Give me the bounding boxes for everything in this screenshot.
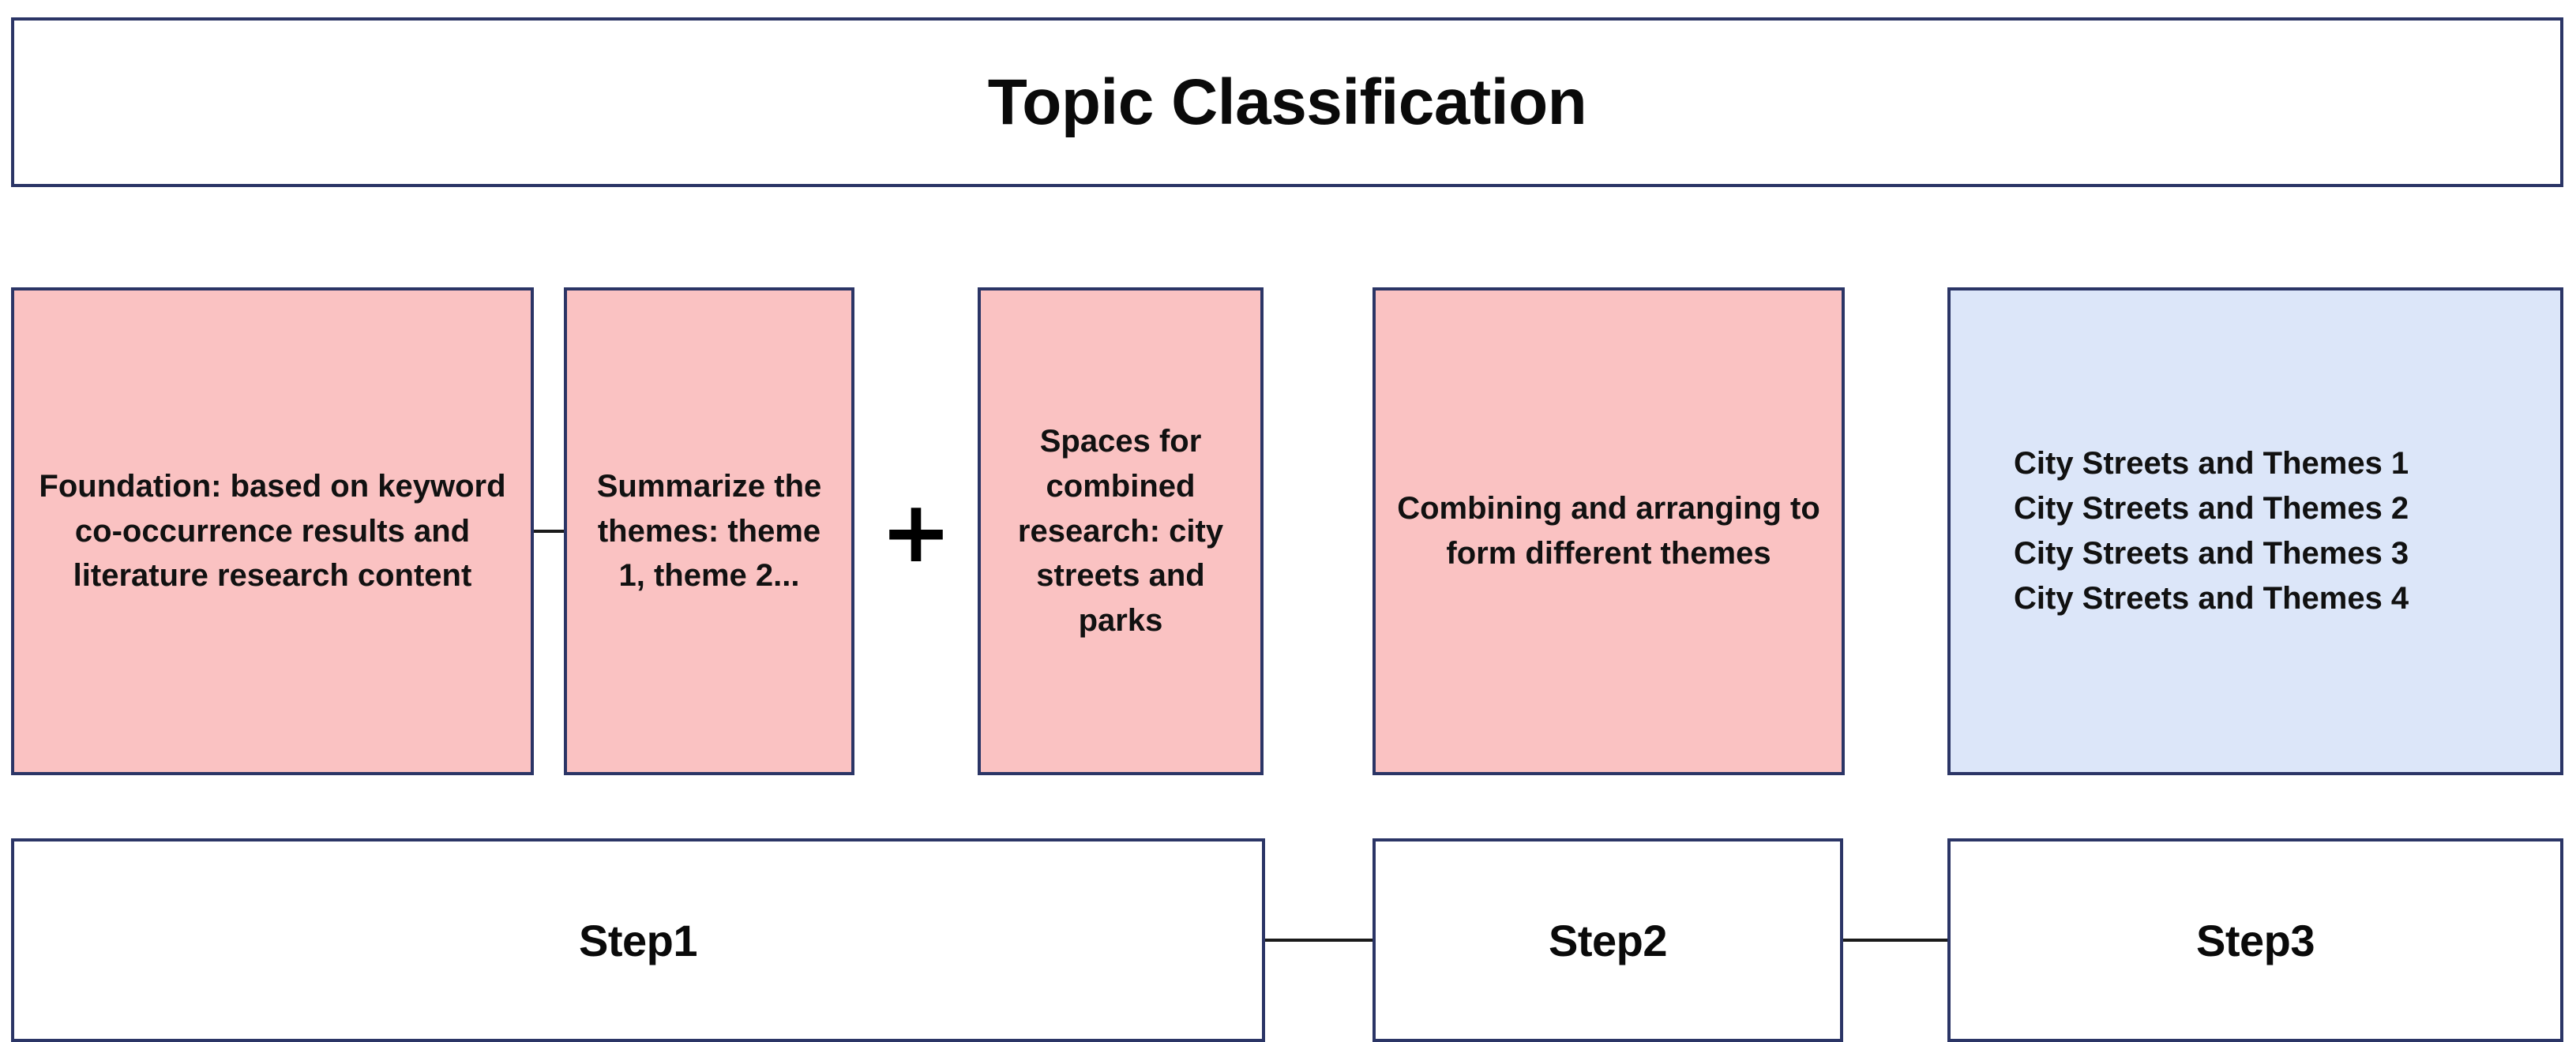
step-box-2: Step2 bbox=[1372, 838, 1843, 1042]
list-item: City Streets and Themes 2 bbox=[2014, 491, 2409, 527]
stage-box-summarize: Summarize the themes: theme 1, theme 2..… bbox=[564, 287, 854, 775]
list-item: City Streets and Themes 3 bbox=[2014, 536, 2409, 571]
list-item: City Streets and Themes 4 bbox=[2014, 580, 2409, 616]
step-box-1: Step1 bbox=[11, 838, 1265, 1042]
step-label-3: Step3 bbox=[2196, 915, 2315, 965]
connector-foundation-to-summarize bbox=[534, 530, 565, 533]
step-label-1: Step1 bbox=[579, 915, 698, 965]
plus-icon: + bbox=[880, 483, 952, 582]
themes-list: City Streets and Themes 1 City Streets a… bbox=[2014, 441, 2409, 620]
stage-box-spaces: Spaces for combined research: city stree… bbox=[978, 287, 1264, 775]
title-box: Topic Classification bbox=[11, 17, 2563, 187]
outcome-box-themes: City Streets and Themes 1 City Streets a… bbox=[1947, 287, 2563, 775]
connector-step2-to-step3 bbox=[1843, 939, 1949, 942]
stage-label-foundation: Foundation: based on keyword co-occurren… bbox=[39, 468, 506, 594]
stage-box-combining: Combining and arranging to form differen… bbox=[1372, 287, 1845, 775]
connector-step1-to-step2 bbox=[1265, 939, 1374, 942]
stage-label-combining: Combining and arranging to form differen… bbox=[1397, 491, 1820, 571]
step-label-2: Step2 bbox=[1549, 915, 1668, 965]
page-title: Topic Classification bbox=[987, 66, 1587, 138]
stage-box-foundation: Foundation: based on keyword co-occurren… bbox=[11, 287, 534, 775]
stage-label-spaces: Spaces for combined research: city stree… bbox=[1017, 424, 1224, 639]
step-box-3: Step3 bbox=[1947, 838, 2563, 1042]
stage-label-summarize: Summarize the themes: theme 1, theme 2..… bbox=[596, 468, 822, 594]
list-item: City Streets and Themes 1 bbox=[2014, 446, 2409, 482]
